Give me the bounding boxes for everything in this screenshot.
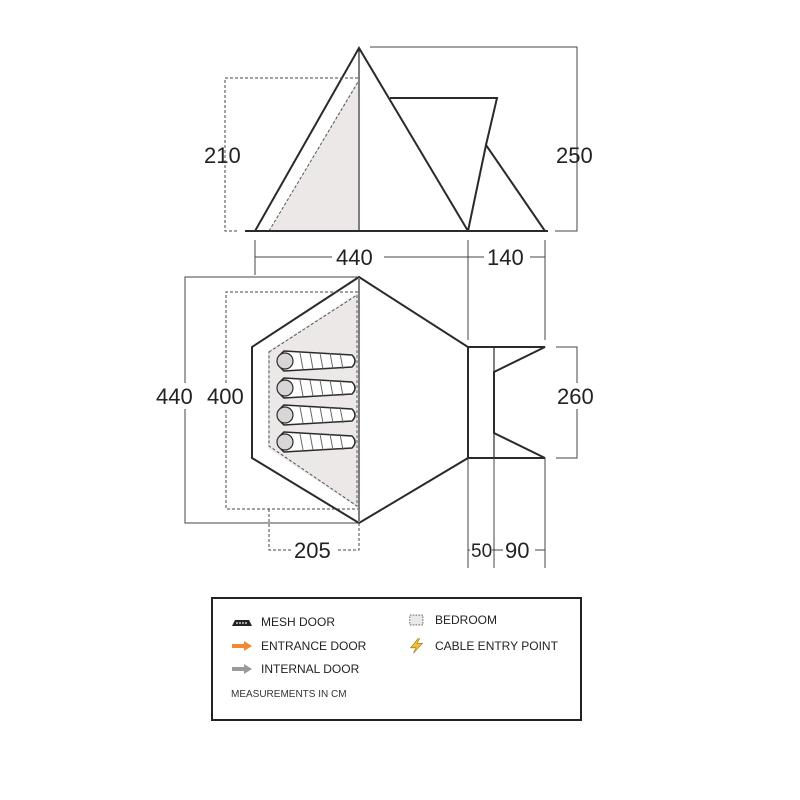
dim-210-line bbox=[224, 77, 358, 232]
legend-mesh-door: MESH DOOR bbox=[231, 615, 335, 629]
dim-label-bg-400 bbox=[205, 383, 249, 409]
dim-label-440-front: 440 bbox=[336, 245, 373, 270]
legend-internal-door: INTERNAL DOOR bbox=[231, 662, 359, 676]
dim-label-50: 50 bbox=[471, 541, 492, 562]
dim-label-440-depth: 440 bbox=[156, 384, 193, 409]
front-elevation bbox=[245, 46, 548, 232]
legend-mesh-door-label: MESH DOOR bbox=[261, 615, 336, 629]
front-dimension-lines bbox=[224, 46, 578, 340]
floor-bedroom-fill bbox=[268, 293, 358, 508]
floor-dimension-lines bbox=[184, 276, 578, 568]
dim-label-140: 140 bbox=[487, 245, 524, 270]
legend-entrance-door-label: ENTRANCE DOOR bbox=[261, 639, 367, 653]
dim-label-205: 205 bbox=[294, 538, 331, 563]
sleeping-bags bbox=[276, 350, 356, 453]
dim-label-90: 90 bbox=[505, 538, 529, 563]
dim-label-bg-440-depth bbox=[154, 383, 196, 409]
legend-box: MESH DOOR ENTRANCE DOOR INTERNAL DOOR BE… bbox=[211, 597, 582, 721]
measurement-note: MEASUREMENTS IN CM bbox=[231, 689, 347, 700]
dim-label-bg-440 bbox=[332, 245, 384, 269]
legend-bedroom: BEDROOM bbox=[409, 613, 497, 627]
dim-label-bg-50 bbox=[470, 539, 492, 561]
dim-label-bg-140 bbox=[484, 245, 530, 269]
dim-label-bg-205 bbox=[292, 538, 336, 562]
front-porch-outline bbox=[390, 97, 499, 146]
floor-porch-outline bbox=[468, 346, 546, 459]
sleeping-bag bbox=[276, 431, 356, 453]
legend-cable-entry-label: CABLE ENTRY POINT bbox=[435, 639, 558, 653]
sleeping-bag bbox=[276, 350, 356, 372]
sleeping-bag bbox=[276, 404, 356, 426]
dim-label-250: 250 bbox=[556, 143, 593, 168]
front-bedroom-dashed bbox=[268, 81, 359, 232]
legend-cable-entry: CABLE ENTRY POINT bbox=[407, 637, 558, 655]
dim-label-210: 210 bbox=[204, 143, 241, 168]
sleeping-bag bbox=[276, 377, 356, 399]
dim-label-260: 260 bbox=[557, 384, 594, 409]
mesh-door-icon bbox=[232, 620, 252, 626]
legend-entrance-door: ENTRANCE DOOR bbox=[231, 639, 366, 653]
lightning-bolt-icon bbox=[410, 638, 424, 654]
entrance-arrow-icon bbox=[232, 641, 252, 651]
legend-bedroom-label: BEDROOM bbox=[435, 613, 498, 627]
floor-plan bbox=[251, 275, 546, 525]
floor-bedroom-dashed bbox=[268, 294, 358, 507]
internal-arrow-icon bbox=[232, 664, 252, 674]
dim-250-line bbox=[370, 46, 578, 232]
front-porch-side bbox=[467, 142, 547, 232]
bedroom-swatch-icon bbox=[409, 614, 424, 626]
dim-label-400: 400 bbox=[207, 384, 244, 409]
dim-label-bg-260 bbox=[556, 383, 600, 409]
dim-label-bg-90 bbox=[503, 538, 535, 562]
front-bedroom-fill bbox=[269, 80, 358, 231]
legend-internal-door-label: INTERNAL DOOR bbox=[261, 662, 360, 676]
